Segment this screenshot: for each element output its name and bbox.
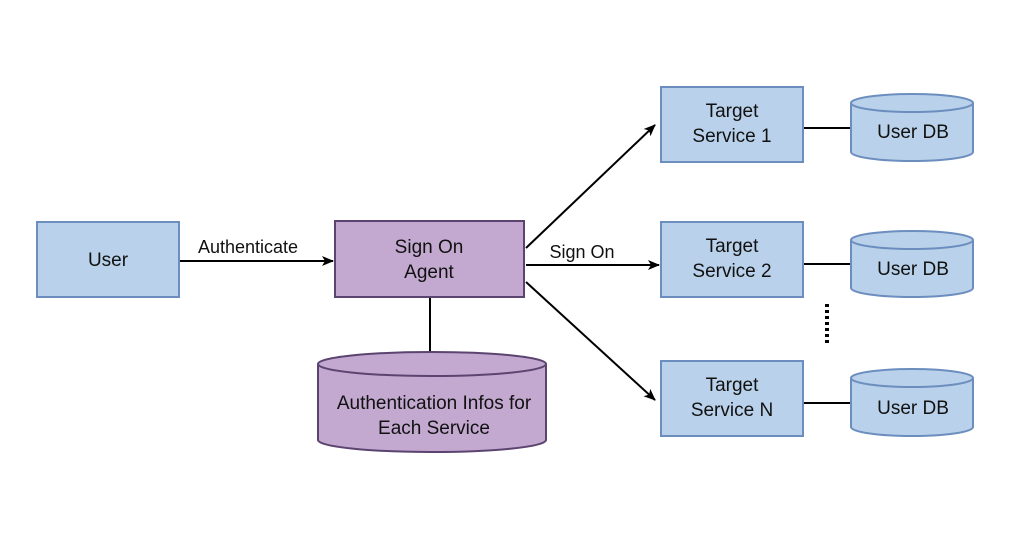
node-target-service-1[interactable]: Target Service 1: [660, 86, 804, 163]
node-sign-on-agent-line1: Sign On: [395, 237, 464, 258]
edge-agent-to-targetN: [525, 281, 656, 401]
node-user-db-1-label: User DB: [877, 122, 949, 143]
edge-label-authenticate: Authenticate: [198, 237, 298, 257]
node-target-service-1-line2: Service 1: [692, 126, 771, 147]
edge-agent-to-target1: [525, 124, 656, 249]
node-auth-store-line1: Authentication Infos for: [337, 393, 532, 414]
node-target-service-n[interactable]: Target Service N: [660, 360, 804, 437]
node-user-label: User: [88, 250, 129, 271]
node-sign-on-agent[interactable]: Sign On Agent: [334, 220, 525, 298]
node-user-db-2-label: User DB: [877, 259, 949, 280]
edge-label-sign-on: Sign On: [549, 242, 614, 262]
node-sign-on-agent-line2: Agent: [404, 262, 454, 283]
edges: [180, 124, 851, 404]
node-auth-store-line2: Each Service: [378, 418, 490, 439]
node-target-service-2-line1: Target: [706, 236, 760, 257]
node-target-service-n-line1: Target: [706, 375, 760, 396]
node-user-db-n-label: User DB: [877, 398, 949, 419]
node-user-db-1[interactable]: User DB: [850, 93, 974, 162]
node-user-db-n[interactable]: User DB: [850, 368, 974, 437]
node-auth-store[interactable]: Authentication Infos for Each Service: [317, 351, 547, 453]
node-target-service-2[interactable]: Target Service 2: [660, 221, 804, 298]
node-target-service-n-line2: Service N: [691, 400, 773, 421]
node-user[interactable]: User: [36, 221, 180, 298]
node-target-service-2-line2: Service 2: [692, 261, 771, 282]
node-user-db-2[interactable]: User DB: [850, 230, 974, 298]
node-target-service-1-line1: Target: [706, 101, 760, 122]
